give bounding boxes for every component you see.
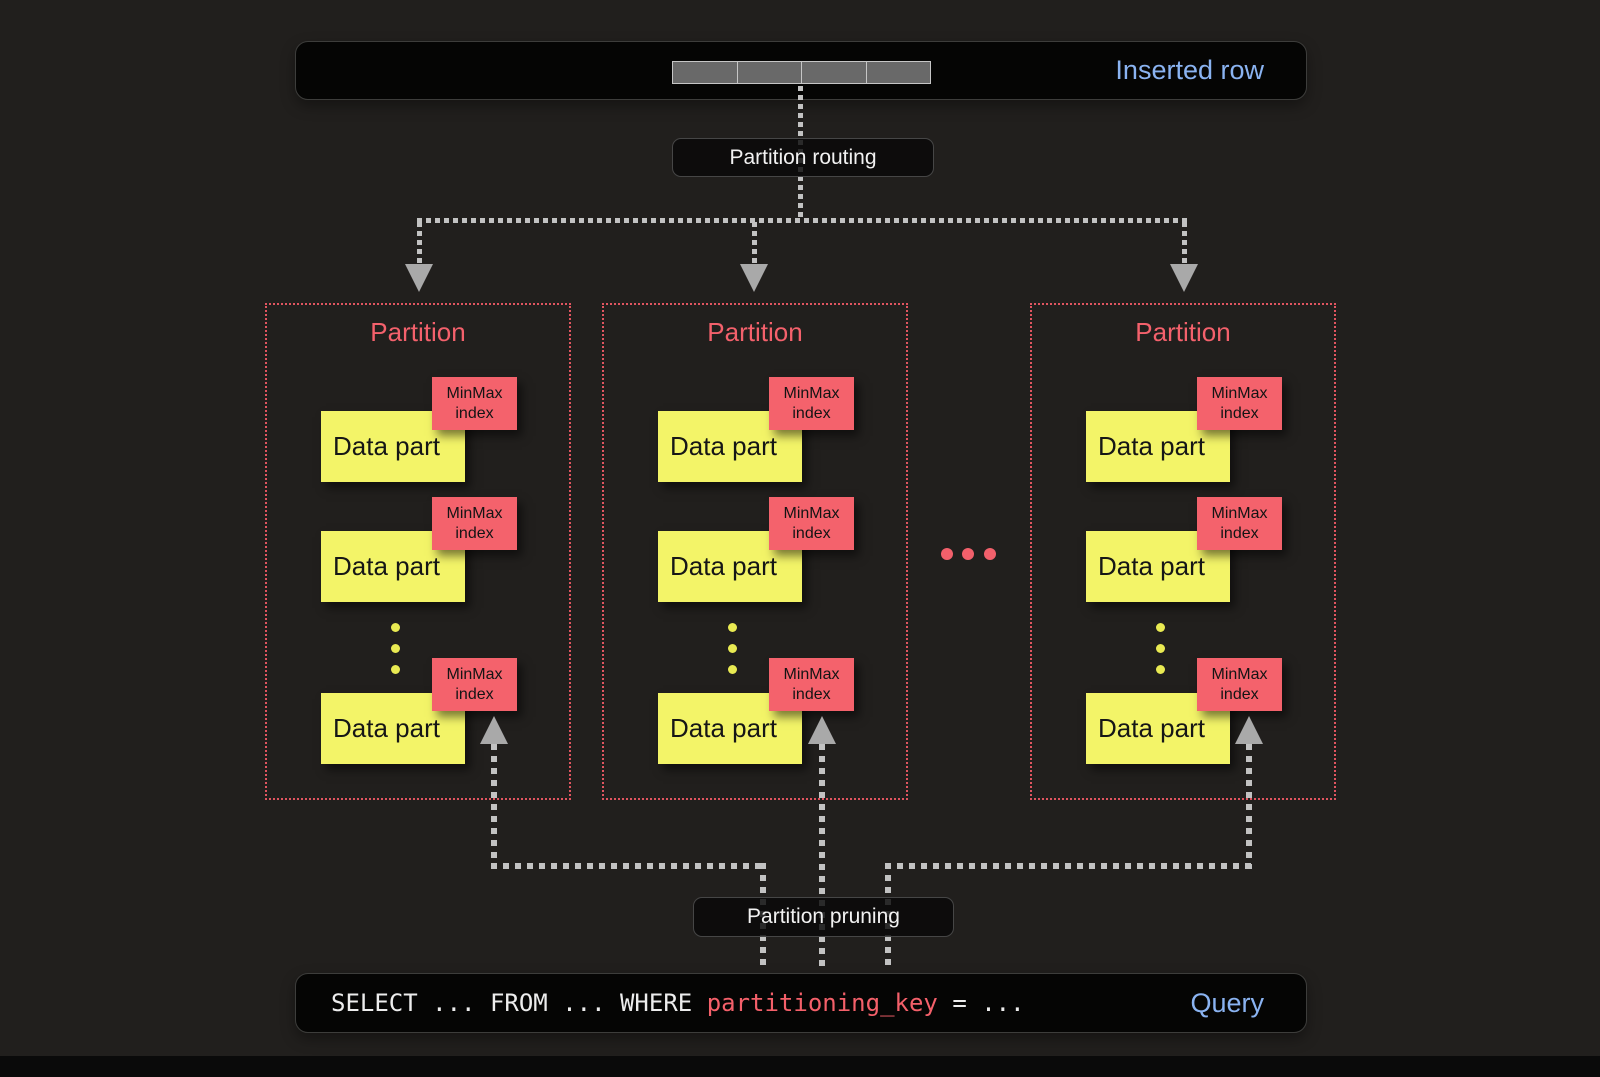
partition-box: Partition MinMax index Data part MinMax … [1030, 303, 1336, 800]
down-arrowhead-icon [740, 264, 768, 292]
inserted-row-cell [736, 61, 802, 84]
sql-before: SELECT ... FROM ... WHERE [331, 989, 707, 1017]
minmax-index-tag: MinMax index [1197, 658, 1282, 711]
pruning-line [491, 744, 497, 869]
inserted-row-label: Inserted row [1115, 55, 1264, 85]
inserted-row-cell [672, 61, 738, 84]
pruning-line [491, 863, 766, 869]
up-arrowhead-icon [808, 716, 836, 744]
more-parts-dots [391, 623, 400, 674]
partition-title: Partition [707, 317, 803, 347]
up-arrowhead-icon [1235, 716, 1263, 744]
sql-partitioning-key: partitioning_key [706, 989, 938, 1017]
partition-box: Partition MinMax index Data part MinMax … [602, 303, 908, 800]
minmax-index-tag: MinMax index [1197, 377, 1282, 430]
partition-routing-label: Partition routing [672, 138, 934, 177]
sql-after: = ... [937, 989, 1025, 1017]
partition-box: Partition MinMax index Data part MinMax … [265, 303, 571, 800]
routing-horizontal-line [417, 218, 1187, 223]
inserted-row-cells [672, 61, 931, 84]
query-bar: SELECT ... FROM ... WHERE partitioning_k… [295, 973, 1307, 1033]
minmax-index-tag: MinMax index [432, 377, 517, 430]
pruning-line [819, 744, 825, 970]
routing-drop-line [752, 222, 757, 266]
minmax-index-tag: MinMax index [432, 658, 517, 711]
pruning-line [1246, 744, 1252, 869]
down-arrowhead-icon [1170, 264, 1198, 292]
ellipsis-dot [962, 548, 974, 560]
data-part-box: Data part [1086, 411, 1230, 482]
inserted-row-bar: Inserted row [295, 41, 1307, 100]
minmax-index-tag: MinMax index [769, 658, 854, 711]
ellipsis-dot [941, 548, 953, 560]
partition-pruning-label: Partition pruning [693, 897, 954, 937]
inserted-row-cell [801, 61, 867, 84]
data-part-box: Data part [321, 531, 465, 602]
more-parts-dots [1156, 623, 1165, 674]
more-parts-dots [728, 623, 737, 674]
sql-statement: SELECT ... FROM ... WHERE partitioning_k… [331, 974, 1025, 1032]
partition-title: Partition [370, 317, 466, 347]
footer-strip [0, 1056, 1600, 1077]
minmax-index-tag: MinMax index [432, 497, 517, 550]
query-label: Query [1190, 987, 1264, 1018]
routing-drop-line [417, 222, 422, 266]
partition-title: Partition [1135, 317, 1231, 347]
up-arrowhead-icon [480, 716, 508, 744]
routing-drop-line [1182, 222, 1187, 266]
pruning-line [885, 863, 1252, 869]
minmax-index-tag: MinMax index [769, 377, 854, 430]
minmax-index-tag: MinMax index [769, 497, 854, 550]
minmax-index-tag: MinMax index [1197, 497, 1282, 550]
ellipsis-dot [984, 548, 996, 560]
inserted-row-cell [865, 61, 931, 84]
down-arrowhead-icon [405, 264, 433, 292]
